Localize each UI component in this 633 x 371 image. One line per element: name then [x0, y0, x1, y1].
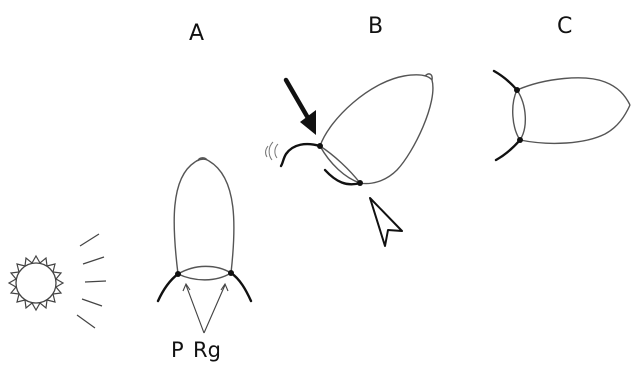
label-rg: Rg — [193, 338, 221, 362]
label-p: P — [171, 338, 184, 362]
label-pointers-a — [183, 284, 228, 333]
open-arrowhead-icon — [370, 198, 402, 246]
bud-c — [494, 71, 630, 160]
black-arrow-icon — [286, 80, 316, 135]
bud-a — [158, 158, 251, 301]
panel-label-c: C — [557, 14, 572, 39]
sun-icon — [9, 234, 106, 328]
panel-label-b: B — [368, 14, 383, 39]
panel-label-a: A — [189, 21, 204, 46]
